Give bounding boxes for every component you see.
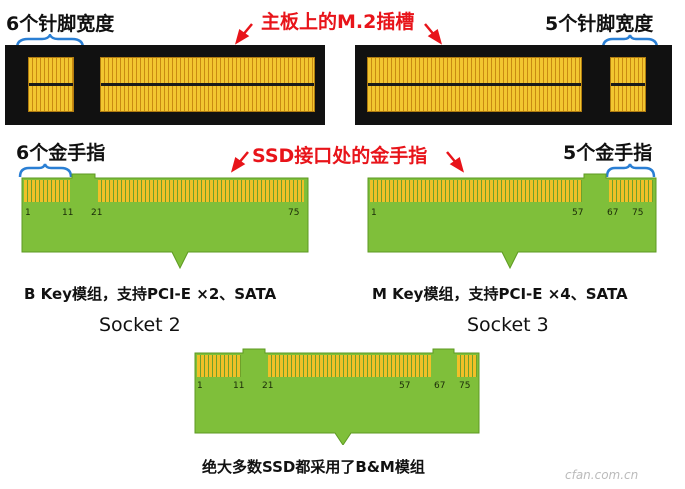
slot-pin-block-long: [367, 57, 582, 112]
pin-number: 1: [197, 381, 203, 391]
pin-number: 1: [371, 208, 377, 218]
bm-key-caption: 绝大多数SSD都采用了B&M模组: [202, 458, 425, 476]
slot-pin-block-short: [28, 57, 74, 112]
ssd-card-b-key: 1 11 21 75: [20, 172, 310, 270]
pin-number: 57: [572, 208, 584, 218]
watermark: cfan.com.cn: [565, 468, 639, 482]
socket-3-label: Socket 3: [467, 314, 549, 336]
pin-number: 11: [62, 208, 74, 218]
finger-pins-group: [24, 180, 70, 202]
finger-pins-group: [98, 180, 304, 202]
pin-number: 67: [434, 381, 446, 391]
slot-pin-block-short: [610, 57, 646, 112]
pin-number: 75: [288, 208, 300, 218]
socket-2-label: Socket 2: [99, 314, 181, 336]
motherboard-slot-b-key: [5, 45, 325, 125]
pin-number: 21: [91, 208, 103, 218]
finger-pins-group: [197, 355, 241, 377]
ssd-card-bm-key: 1 11 21 57 67 75: [193, 347, 481, 445]
pin-number: 67: [607, 208, 619, 218]
finger-pins-group: [457, 355, 477, 377]
left-finger-label: 6个金手指: [16, 142, 106, 164]
slot-pin-block-long: [100, 57, 315, 112]
left-slot-width-label: 6个针脚宽度: [6, 13, 115, 35]
finger-pins-group: [370, 180, 582, 202]
pin-number: 21: [262, 381, 274, 391]
b-key-caption: B Key模组，支持PCI-E ×2、SATA: [24, 285, 277, 303]
ssd-finger-title: SSD接口处的金手指: [252, 145, 428, 167]
right-finger-brace: [605, 163, 656, 178]
right-slot-width-label: 5个针脚宽度: [545, 13, 654, 35]
right-finger-label: 5个金手指: [563, 142, 653, 164]
pin-number: 1: [25, 208, 31, 218]
left-finger-brace: [18, 163, 73, 178]
left-slot-brace: [15, 34, 85, 49]
pin-number: 75: [632, 208, 644, 218]
motherboard-slot-title: 主板上的M.2插槽: [261, 11, 415, 33]
finger-pins-group: [609, 180, 653, 202]
m-key-caption: M Key模组，支持PCI-E ×4、SATA: [372, 285, 628, 303]
ssd-card-m-key: 1 57 67 75: [366, 172, 658, 270]
pin-number: 75: [459, 381, 471, 391]
motherboard-slot-m-key: [355, 45, 672, 125]
pin-number: 11: [233, 381, 245, 391]
right-slot-brace: [601, 34, 659, 49]
pin-number: 57: [399, 381, 411, 391]
finger-pins-group: [268, 355, 431, 377]
